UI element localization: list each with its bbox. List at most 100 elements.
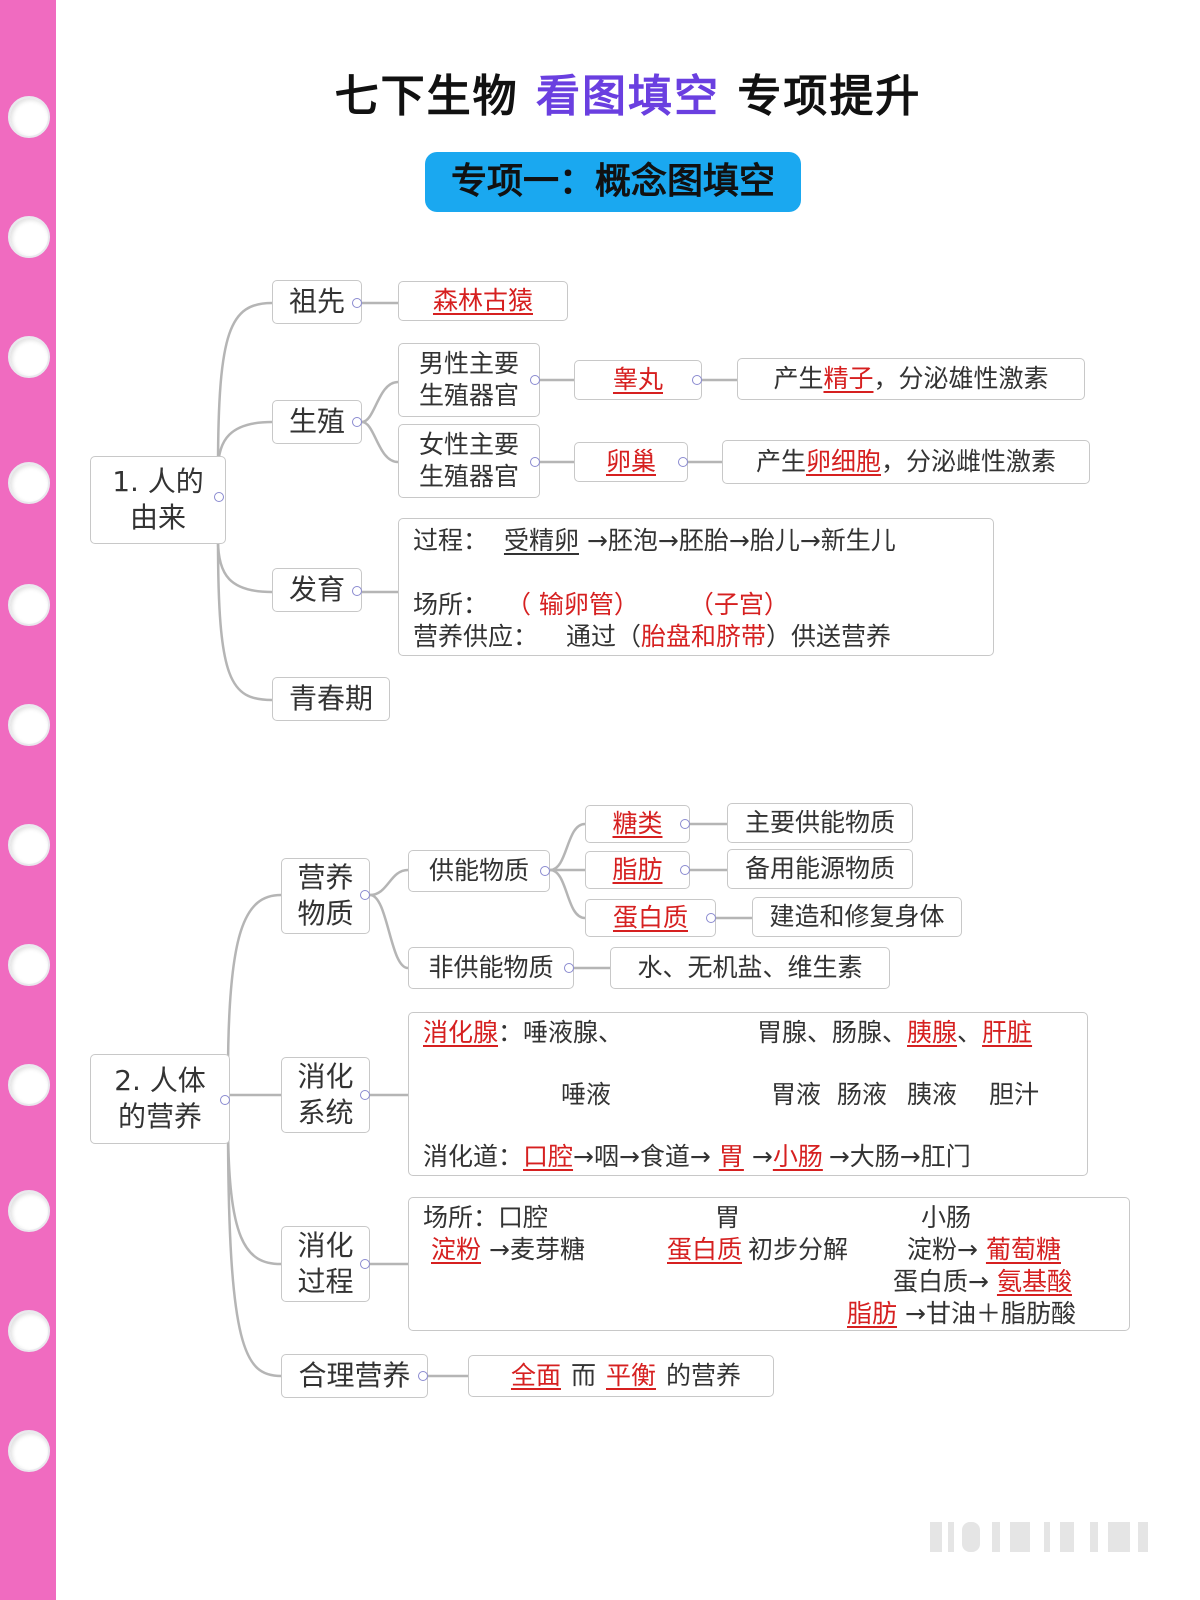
protein-desc: 建造和修复身体 (769, 901, 945, 931)
node-nonenergy-substances: 非供能物质 (408, 947, 574, 989)
fat-desc: 备用能源物质 (744, 853, 895, 883)
fat-answer: 脂肪 (612, 854, 663, 884)
proc-small-starch: 淀粉→葡萄糖 (907, 1234, 1069, 1266)
proc-small-protein: 蛋白质→氨基酸 (893, 1266, 1080, 1298)
protein-desc-box: 建造和修复身体 (752, 897, 962, 937)
dev-nutrition-line: 营养供应： 通过（胎盘和脐带）供送营养 (413, 621, 891, 653)
collapse-dot[interactable] (692, 375, 702, 385)
dev-nutri-b: ）供送营养 (766, 622, 892, 651)
dev-nutri-a: 通过（ (565, 622, 641, 651)
digestion-process-box: 场所：口腔 胃 小肠 淀粉→麦芽糖 蛋白质初步分解 淀粉→葡萄糖 蛋白质→氨基酸… (408, 1197, 1130, 1331)
protein-answer: 蛋白质 (612, 902, 688, 932)
tract-end: →大肠→肛门 (828, 1142, 971, 1171)
collapse-dot[interactable] (530, 457, 540, 467)
proc-stomach-line: 蛋白质初步分解 (661, 1234, 848, 1266)
male-desc-b: ，分泌雄性激素 (873, 363, 1049, 393)
dev-process-rest: →胚泡→胚胎→胎儿→新生儿 (586, 526, 896, 555)
intestine-answer: 小肠 (772, 1142, 823, 1171)
repro-label: 生殖 (288, 404, 345, 438)
gland-colon: ：唾液腺、 (498, 1018, 624, 1047)
male-desc-a: 产生 (773, 363, 824, 393)
nonenergy-desc-box: 水、无机盐、维生素 (610, 947, 890, 989)
gland-answer: 消化腺 (423, 1018, 499, 1047)
tract-label: 消化道： (423, 1142, 524, 1171)
node-nutrients: 营养 物质 (281, 858, 370, 934)
initial-breakdown: 初步分解 (748, 1235, 849, 1264)
dev-place-line: 场所： （ 输卵管） （子宫） (413, 589, 789, 621)
node-digestive-system: 消化 系统 (281, 1057, 370, 1133)
dev-nutri-answer: 胎盘和脐带 (640, 622, 766, 651)
binder-hole (8, 462, 50, 504)
collapse-dot[interactable] (564, 963, 574, 973)
dev-place-label: 场所： (413, 590, 489, 619)
collapse-dot[interactable] (540, 866, 550, 876)
collapse-dot[interactable] (680, 865, 690, 875)
dev-place-1: （ 输卵管） (505, 590, 639, 619)
binder-hole (8, 216, 50, 258)
collapse-dot[interactable] (678, 457, 688, 467)
s1-root-node: 1. 人的 由来 (90, 456, 226, 544)
carb-answer: 糖类 (612, 808, 663, 838)
collapse-dot[interactable] (706, 913, 716, 923)
tract-arrow: → (751, 1142, 773, 1171)
collapse-dot[interactable] (360, 1259, 370, 1269)
binder-hole (8, 336, 50, 378)
node-reproduction: 生殖 (272, 400, 362, 444)
proc-small-fat: 脂肪→甘油＋脂肪酸 (839, 1298, 1076, 1330)
ancestor-answer: 森林古猿 (432, 285, 533, 315)
collapse-dot[interactable] (360, 890, 370, 900)
collapse-dot[interactable] (530, 375, 540, 385)
node-male-organ: 男性主要 生殖器官 (398, 343, 540, 417)
balanced-answer-box: 全面而平衡的营养 (468, 1355, 774, 1397)
fat-rest: →甘油＋脂肪酸 (905, 1299, 1076, 1328)
juice-intestinal: 肠液 (837, 1080, 888, 1109)
female-desc-box: 产生卵细胞，分泌雌性激素 (722, 440, 1090, 484)
protein-answer-box: 蛋白质 (585, 899, 716, 937)
dev-process-label: 过程： (413, 526, 489, 555)
collapse-dot[interactable] (352, 586, 362, 596)
node-puberty: 青春期 (272, 677, 390, 721)
stomach-answer: 胃 (718, 1142, 744, 1171)
dev-nutri-label: 营养供应： (413, 622, 539, 651)
collapse-dot[interactable] (214, 492, 224, 502)
starch-answer: 淀粉 (431, 1235, 482, 1264)
binder-strip (0, 0, 56, 1600)
juice-gastric: 胃液 (771, 1080, 822, 1109)
tract-mid: →咽→食道→ (573, 1142, 711, 1171)
starch2: 淀粉→ (907, 1235, 978, 1264)
section-banner: 专项一：概念图填空 (425, 152, 801, 212)
protein2: 蛋白质→ (893, 1267, 989, 1296)
proc-place-stomach: 胃 (715, 1203, 741, 1232)
male-answer: 睾丸 (612, 364, 663, 394)
carb-desc: 主要供能物质 (744, 807, 895, 837)
digestive-system-box: 消化腺：唾液腺、 胃腺、肠腺、胰腺、肝脏 唾液 胃液 肠液 胰液 胆汁 消化道：… (408, 1012, 1088, 1176)
amino-answer: 氨基酸 (996, 1267, 1072, 1296)
balanced-end: 的营养 (666, 1360, 742, 1390)
collapse-dot[interactable] (418, 1371, 428, 1381)
collapse-dot[interactable] (352, 298, 362, 308)
title-part-2: 看图填空 (536, 71, 720, 122)
dev-process-line: 过程： 受精卵→胚泡→胚胎→胎儿→新生儿 (413, 525, 896, 557)
node-ancestor: 祖先 (272, 280, 362, 324)
liver-answer: 肝脏 (982, 1018, 1033, 1047)
collapse-dot[interactable] (680, 819, 690, 829)
s2-root-node: 2. 人体 的营养 (90, 1054, 230, 1144)
binder-hole (8, 824, 50, 866)
tract-line: 消化道：口腔→咽→食道→胃→小肠→大肠→肛门 (423, 1141, 971, 1173)
collapse-dot[interactable] (360, 1090, 370, 1100)
female-desc-b: ，分泌雌性激素 (881, 446, 1057, 476)
male-desc-answer: 精子 (823, 363, 874, 393)
juice-bile: 胆汁 (989, 1080, 1040, 1109)
dev-place-2: （子宫） (688, 590, 789, 619)
collapse-dot[interactable] (220, 1095, 230, 1105)
proc-place-label: 场所：口腔 (423, 1203, 549, 1232)
node-female-organ: 女性主要 生殖器官 (398, 424, 540, 498)
female-answer: 卵巢 (605, 446, 656, 476)
fat-answer-box: 脂肪 (585, 851, 690, 889)
juice-pancreatic: 胰液 (907, 1080, 958, 1109)
nonenergy-label: 非供能物质 (428, 952, 554, 982)
collapse-dot[interactable] (352, 417, 362, 427)
maltose: →麦芽糖 (489, 1235, 585, 1264)
title-part-3: 专项提升 (737, 71, 922, 122)
